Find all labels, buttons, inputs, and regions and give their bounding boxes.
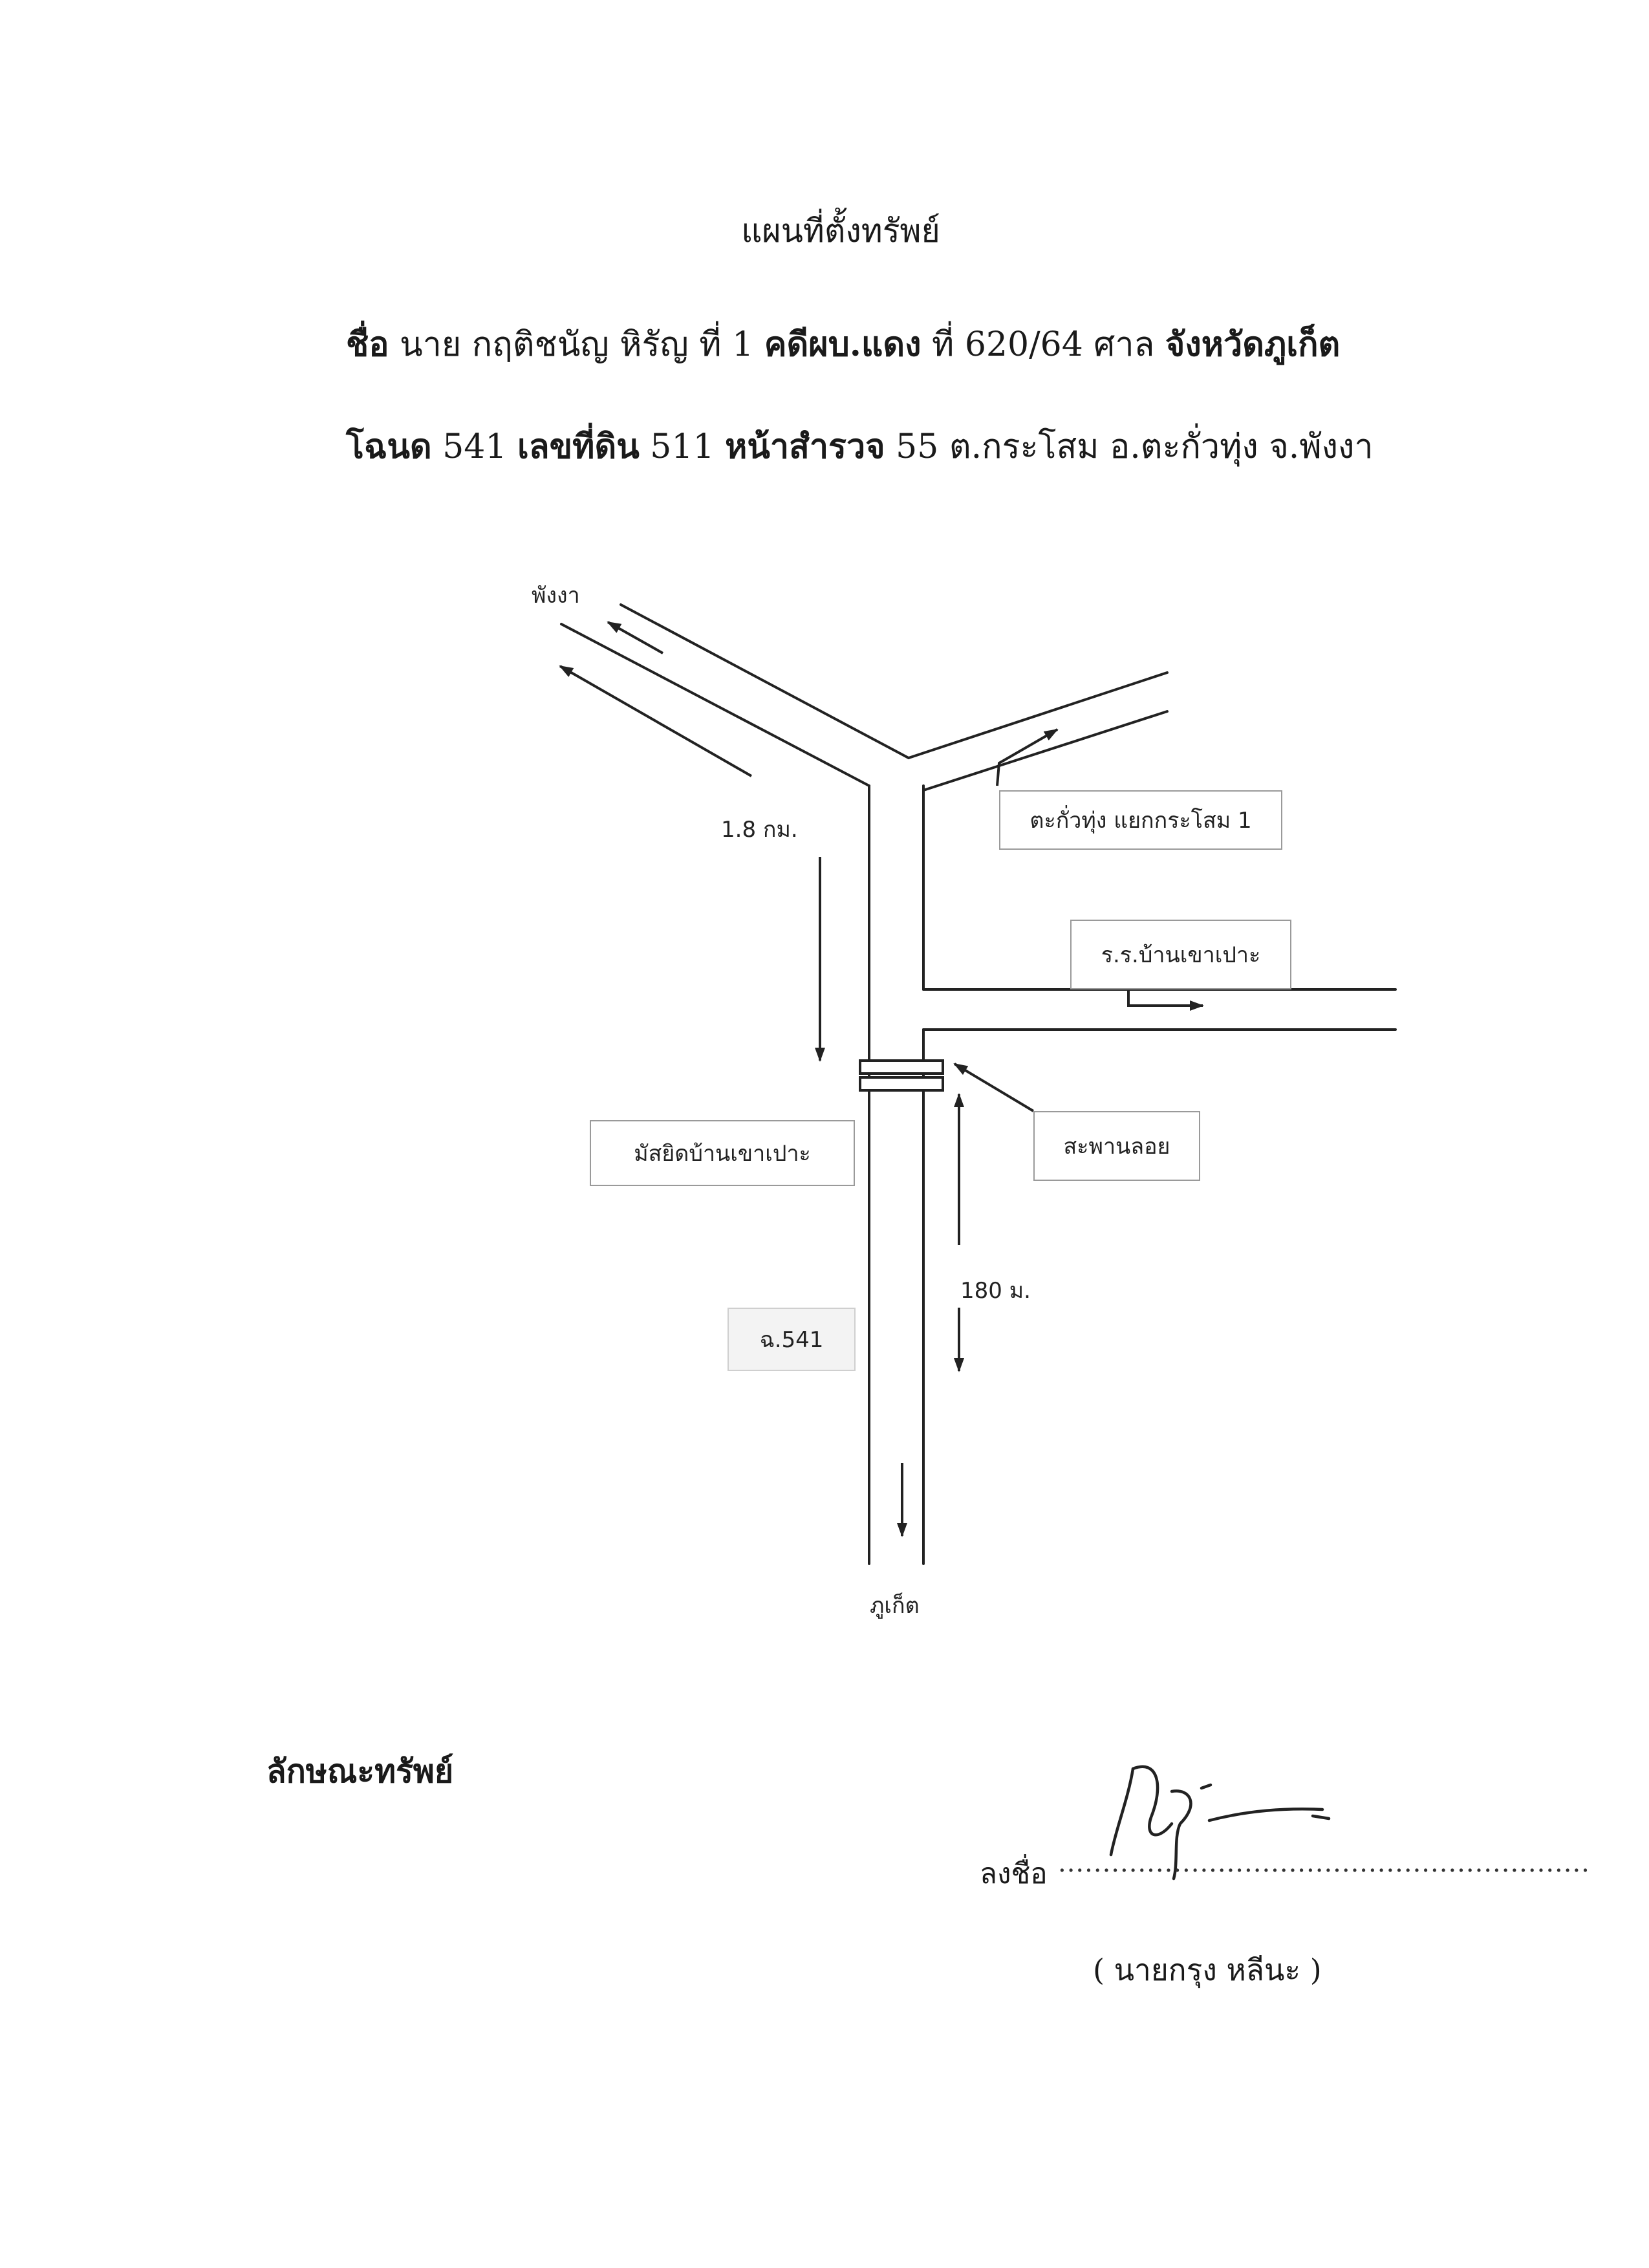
label-phangnga: พังงา [532, 583, 580, 609]
box-school: ร.ร.บ้านเขาเปาะ [1070, 920, 1291, 989]
right-branch-inner [907, 671, 1169, 759]
survey-text: 55 ต.กระโสม อ.ตะกั่วทุ่ง จ.พังงา [885, 427, 1374, 466]
box-deed-541-label: ฉ.541 [759, 1327, 824, 1353]
box-floating-bridge-label: สะพานลอย [1063, 1134, 1170, 1160]
floating-bridge-symbol [859, 1059, 944, 1092]
label-phuket: ภูเก็ต [870, 1593, 920, 1619]
deed-number: 541 [431, 427, 517, 466]
left-branch-outer [560, 623, 870, 787]
section-heading-property-description: ลักษณะทรัพย์ [266, 1752, 454, 1790]
label-distance-1-8km: 1.8 กม. [721, 817, 798, 843]
deed-label: โฉนด [346, 427, 432, 466]
box-takua-thung-junction: ตะกั่วทุ่ง แยกกระโสม 1 [999, 790, 1282, 850]
case-label: คดีผบ.แดง [764, 325, 921, 364]
survey-label: หน้าสำรวจ [725, 427, 885, 466]
box-mosque-label: มัสยิดบ้านเขาเปาะ [634, 1141, 811, 1167]
arrow-toward-takua-thung [996, 728, 1059, 786]
deed-line: โฉนด 541 เลขที่ดิน 511 หน้าสำรวจ 55 ต.กร… [346, 419, 1374, 473]
sign-label: ลงชื่อ [980, 1857, 1048, 1890]
land-no-label: เลขที่ดิน [517, 427, 640, 466]
province: จังหวัดภูเก็ต [1165, 325, 1341, 364]
land-no: 511 [639, 427, 726, 466]
box-mosque: มัสยิดบ้านเขาเปาะ [590, 1120, 855, 1186]
box-floating-bridge: สะพานลอย [1033, 1111, 1200, 1181]
box-school-label: ร.ร.บ้านเขาเปาะ [1101, 942, 1261, 968]
right-branch-outer [922, 710, 1169, 792]
box-takua-thung-junction-label: ตะกั่วทุ่ง แยกกระโสม 1 [1029, 808, 1252, 834]
signature-line: ........................................… [1058, 1848, 1590, 1878]
owner-line: ชื่อ นาย กฤติชนัญ หิรัญ ที่ 1 คดีผบ.แดง … [346, 317, 1340, 371]
handwritten-signature [1109, 1765, 1331, 1881]
label-distance-180m: 180 ม. [960, 1278, 1031, 1304]
owner-text: นาย กฤติชนัญ หิรัญ ที่ 1 [400, 325, 764, 364]
case-text: ที่ 620/64 ศาล [921, 325, 1165, 364]
arrow-toward-phangnga-2 [559, 665, 752, 777]
page-title: แผนที่ตั้งทรัพย์ [741, 212, 940, 250]
box-deed-541: ฉ.541 [727, 1308, 856, 1371]
left-branch-inner [620, 603, 910, 759]
arrow-to-bridge [953, 1063, 1035, 1112]
signer-name: ( นายกรุง หลีนะ ) [1093, 1952, 1322, 1987]
owner-label: ชื่อ [346, 325, 389, 364]
arrow-toward-phangnga-1 [607, 621, 663, 654]
